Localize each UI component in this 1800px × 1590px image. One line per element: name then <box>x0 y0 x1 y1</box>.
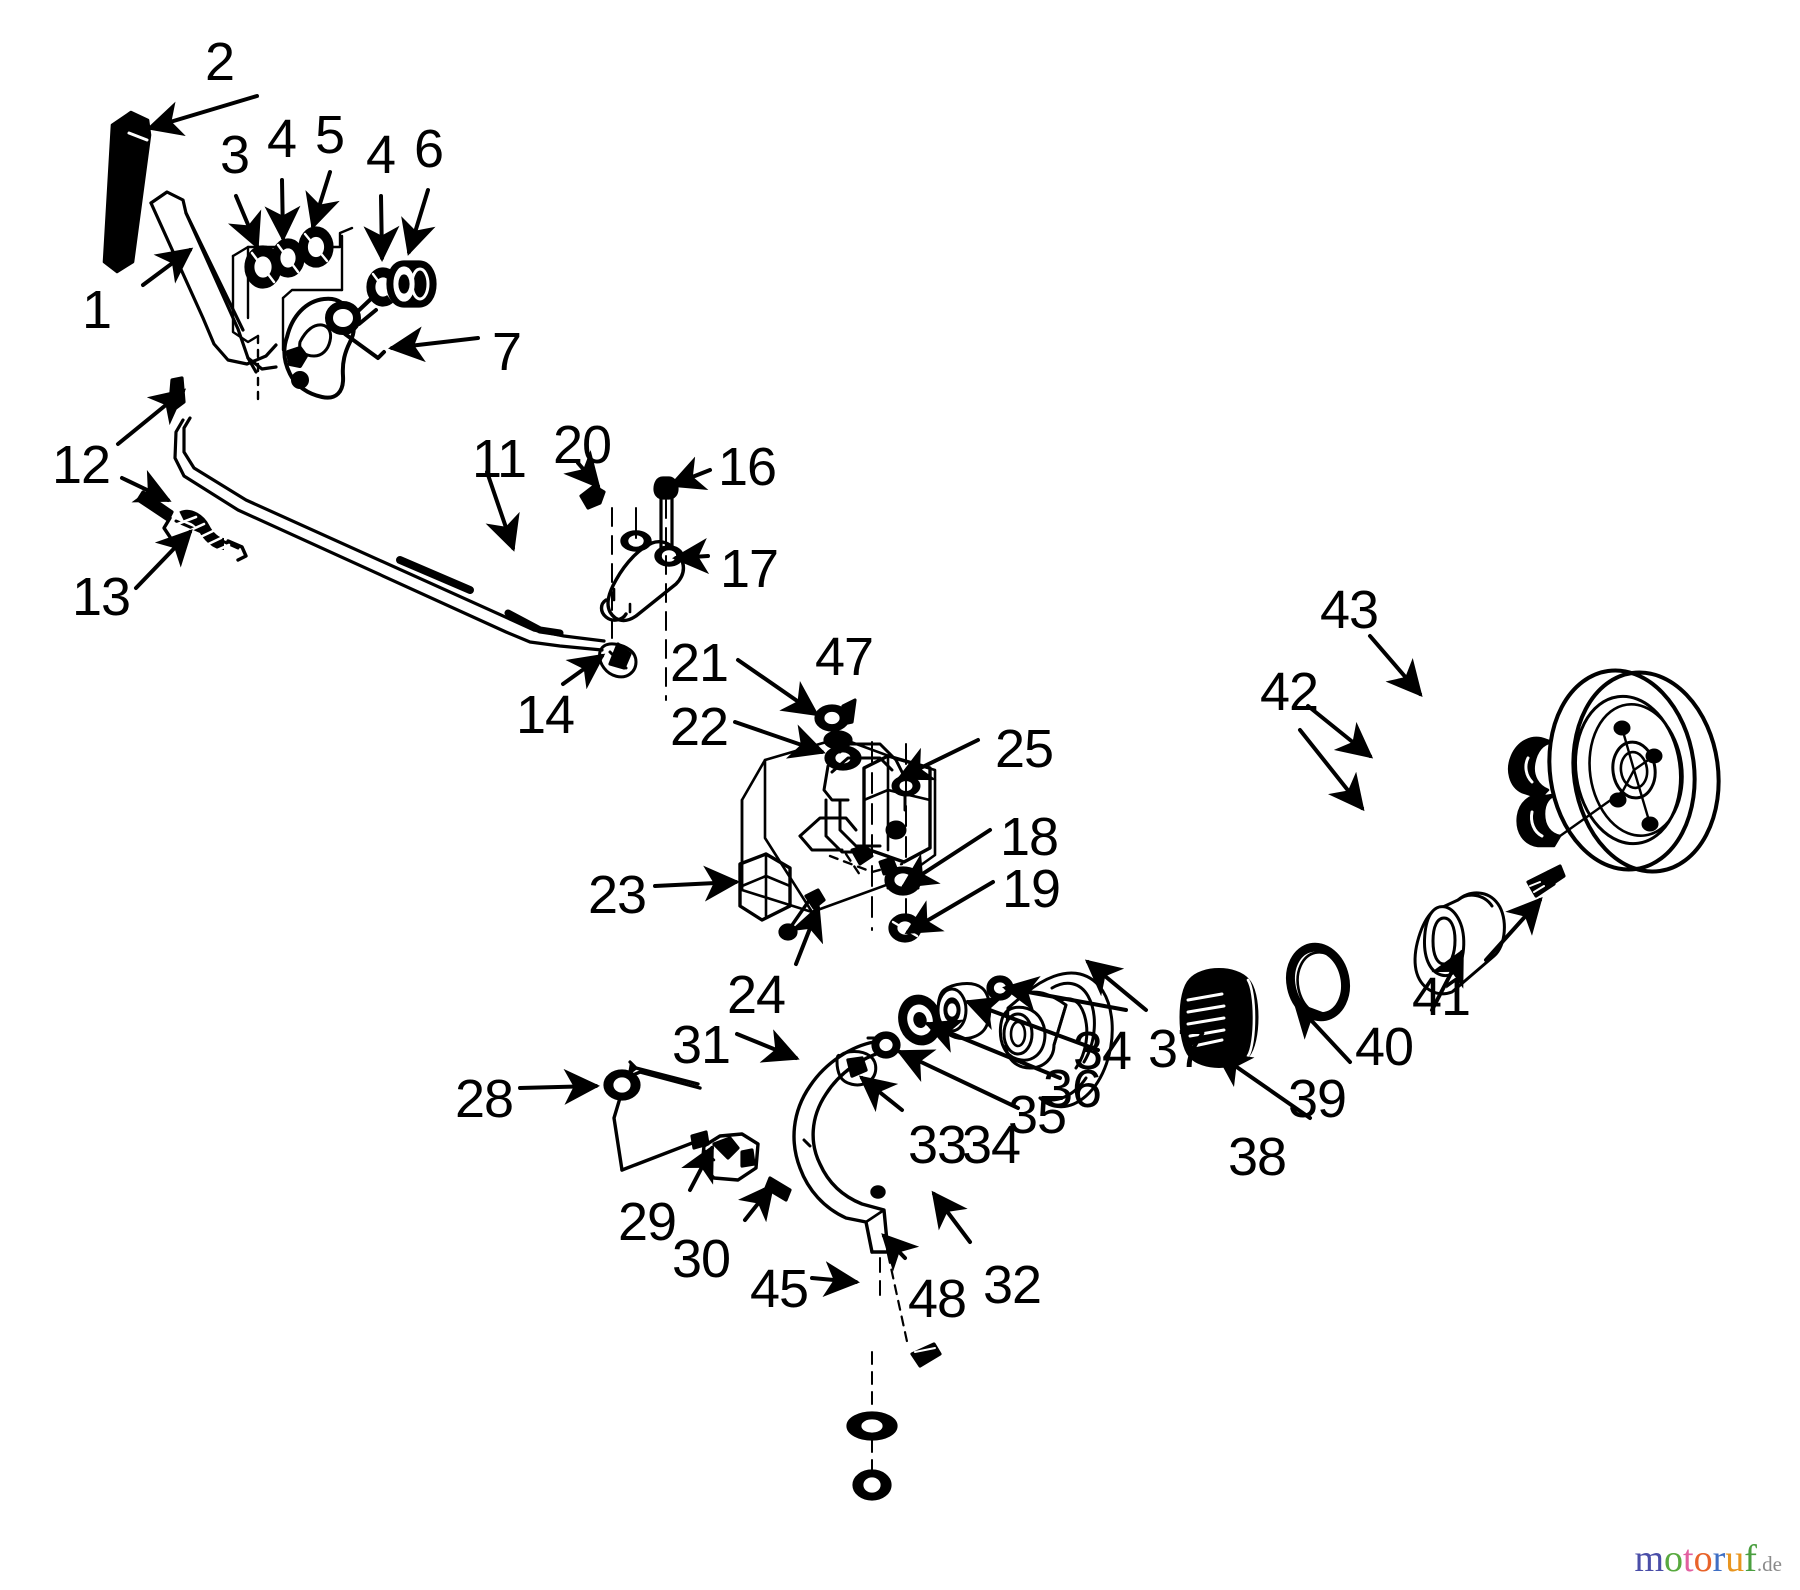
part-11-rod <box>173 416 606 652</box>
callout-16: 16 <box>718 437 777 497</box>
callout-21: 21 <box>670 633 729 693</box>
part-38-needle-bearing <box>1179 968 1259 1068</box>
callout-4a: 4 <box>267 109 297 169</box>
callout-39: 39 <box>1288 1069 1347 1129</box>
callout-47: 47 <box>815 627 874 687</box>
callout-42: 42 <box>1260 662 1319 722</box>
callout-22: 22 <box>670 697 729 757</box>
leader-lines <box>116 94 1543 1298</box>
callout-41: 41 <box>1412 967 1471 1027</box>
watermark-letter-f: f <box>1744 1538 1757 1580</box>
watermark-letter-o2: o <box>1693 1538 1713 1580</box>
callout-38: 38 <box>1228 1127 1287 1187</box>
callout-24: 24 <box>727 965 786 1025</box>
part-13-spring <box>162 509 248 562</box>
callout-12: 12 <box>52 435 111 495</box>
callout-29: 29 <box>618 1192 677 1252</box>
callout-19: 19 <box>1002 859 1061 919</box>
callout-14: 14 <box>516 685 575 745</box>
part-7-shift-quadrant <box>282 294 386 400</box>
callout-31: 31 <box>672 1015 731 1075</box>
callout-4b: 4 <box>366 125 396 185</box>
part-2-grip <box>102 110 152 274</box>
part-17-bracket <box>599 499 686 701</box>
part-41-set-screw <box>1526 864 1566 898</box>
callout-25: 25 <box>995 719 1054 779</box>
watermark-letter-m: m <box>1634 1538 1665 1580</box>
watermark-tld: .de <box>1756 1552 1782 1576</box>
part-42-half-keys <box>1508 736 1562 848</box>
callout-34b: 34 <box>1073 1021 1132 1081</box>
callout-43: 43 <box>1320 580 1379 640</box>
part-1-shift-lever <box>149 190 278 374</box>
watermark-letter-r: r <box>1712 1538 1726 1580</box>
callout-1: 1 <box>82 280 112 340</box>
watermark-letter-u: u <box>1725 1538 1745 1580</box>
callout-3: 3 <box>220 125 250 185</box>
callout-13: 13 <box>72 567 131 627</box>
callout-33: 33 <box>908 1115 967 1175</box>
callout-6: 6 <box>414 119 444 179</box>
callout-23: 23 <box>588 865 647 925</box>
callout-40: 40 <box>1355 1017 1414 1077</box>
part-6-bushing <box>386 260 437 308</box>
callout-48: 48 <box>908 1269 967 1329</box>
callout-32: 32 <box>983 1255 1042 1315</box>
callout-20: 20 <box>553 415 612 475</box>
callout-11: 11 <box>472 429 527 489</box>
watermark-letter-o1: o <box>1664 1538 1684 1580</box>
part-43-pulley <box>1547 668 1721 874</box>
callout-28: 28 <box>455 1069 514 1129</box>
part-31-idler-arm <box>792 1036 890 1301</box>
part-20-roll-pin <box>579 484 606 510</box>
part-21-nut <box>814 698 857 732</box>
part-14-swivel <box>598 642 638 679</box>
part-5-bolt <box>298 226 334 268</box>
callout-17: 17 <box>720 539 779 599</box>
callout-35: 35 <box>1008 1085 1067 1145</box>
watermark-letter-t: t <box>1683 1538 1694 1580</box>
part-23-25-bracket-assembly <box>738 736 937 931</box>
callout-5: 5 <box>315 105 345 165</box>
callout-30: 30 <box>672 1229 731 1289</box>
callout-18: 18 <box>1000 807 1059 867</box>
callout-37: 37 <box>1148 1019 1207 1079</box>
callout-36: 36 <box>1043 1059 1102 1119</box>
part-45-48-hardware <box>846 1351 898 1501</box>
callout-2: 2 <box>205 32 235 92</box>
callout-7: 7 <box>492 322 522 382</box>
part-39-retaining-ring <box>1286 942 1350 1022</box>
callout-34a: 34 <box>962 1115 1021 1175</box>
callout-45: 45 <box>750 1259 809 1319</box>
watermark-motoruf: motoruf.de <box>1634 1540 1782 1578</box>
part-4a-nut <box>271 238 305 278</box>
